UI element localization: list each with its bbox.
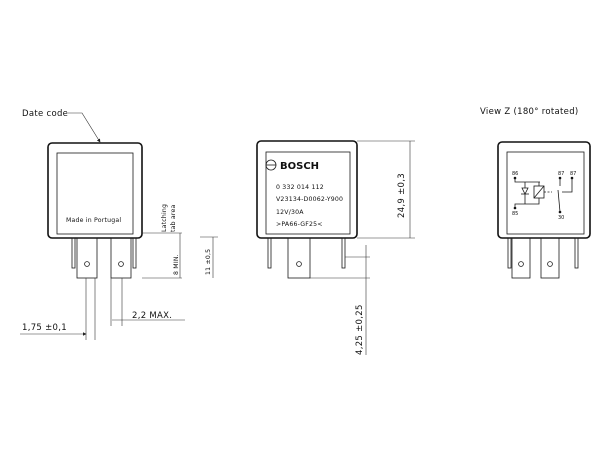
side-view: Date code Made in Portugal Latching tab …: [20, 109, 218, 340]
latching-label: Latching: [161, 204, 168, 232]
view-z: View Z (180° rotated) 86 87 87 85 30: [480, 107, 591, 279]
dim-249: 24,9 ±0,3: [397, 173, 407, 218]
pin-z-left: [511, 237, 531, 279]
brand-label: BOSCH: [280, 161, 319, 172]
dim-425: 4,25 ±0,25: [355, 304, 365, 355]
pin-87b-label: 87: [570, 171, 576, 177]
pin-86-label: 86: [512, 171, 518, 177]
relay-rating: 12V/30A: [276, 209, 304, 216]
date-code-label: Date code: [22, 109, 68, 119]
pin-left: [76, 237, 98, 279]
pin-right: [110, 237, 132, 279]
front-view: BOSCH 0 332 014 112 V23134-D0062-Y900 12…: [256, 140, 415, 355]
relay-material: >PA66-GF25<: [276, 221, 323, 228]
dim-8min: 8 MIN.: [173, 254, 180, 275]
dim-22: 2,2 MAX.: [132, 311, 172, 321]
pin-front: [287, 237, 311, 279]
tab-area-label: tab area: [170, 204, 177, 232]
pin-30-label: 30: [558, 215, 564, 221]
made-in-label: Made in Portugal: [66, 217, 121, 224]
switch-contact: [557, 189, 561, 213]
date-code-leader: [68, 112, 101, 143]
pin-85-label: 85: [512, 211, 518, 217]
pin-z-right: [540, 237, 560, 279]
relay-schematic: 86 87 87 85 30: [512, 171, 576, 221]
part-number: 0 332 014 112: [276, 184, 324, 191]
dim-11: 11 ±0,5: [205, 249, 212, 275]
view-z-label: View Z (180° rotated): [480, 107, 579, 117]
pin-87-label: 87: [558, 171, 564, 177]
dim-175: 1,75 ±0,1: [22, 323, 67, 333]
relay-code: V23134-D0062-Y900: [276, 196, 343, 203]
label-area: [56, 152, 134, 235]
